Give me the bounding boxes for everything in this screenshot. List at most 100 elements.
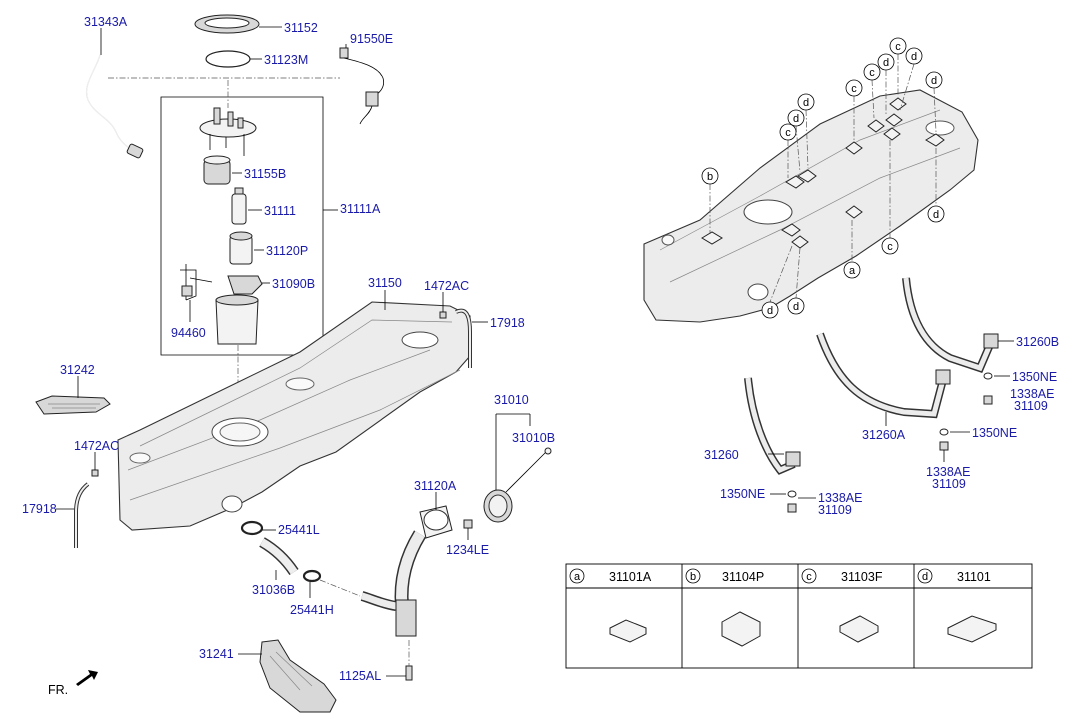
legend-part-d[interactable]: 31101 (957, 570, 991, 584)
label-31123M[interactable]: 31123M (264, 53, 308, 67)
label-31120P[interactable]: 31120P (266, 244, 308, 258)
pad-b-icon (721, 611, 761, 647)
callout-d-1: d (787, 109, 805, 173)
washer-1350NE-a[interactable] (983, 372, 993, 380)
protector-31241[interactable] (259, 639, 337, 713)
label-1350NE-c[interactable]: 1350NE (720, 487, 765, 501)
legend-col-a: a 31101A (569, 568, 652, 643)
pump-flange[interactable] (199, 107, 257, 156)
svg-text:d: d (767, 305, 773, 317)
svg-text:d: d (803, 97, 809, 109)
nut-1338AE-a[interactable] (983, 395, 993, 405)
nut-1338AE-c[interactable] (787, 503, 797, 513)
label-31260B[interactable]: 31260B (1016, 335, 1059, 349)
protector-31242[interactable] (35, 395, 111, 415)
label-31109-a[interactable]: 31109 (1014, 399, 1048, 413)
label-31150[interactable]: 31150 (368, 276, 402, 290)
label-17918-top[interactable]: 17918 (490, 316, 525, 330)
hose-17918-left[interactable] (74, 482, 90, 548)
lock-ring-31152[interactable] (194, 14, 260, 34)
pump-31111[interactable] (231, 187, 247, 225)
label-1338AE-b[interactable]: 1338AE (926, 465, 970, 479)
label-31010[interactable]: 31010 (494, 393, 529, 407)
label-91550E[interactable]: 91550E (350, 32, 393, 46)
label-1350NE-b[interactable]: 1350NE (972, 426, 1017, 440)
label-1338AE-a[interactable]: 1338AE (1010, 387, 1054, 401)
label-31090B[interactable]: 31090B (272, 277, 315, 291)
svg-text:d: d (933, 209, 939, 221)
label-31111[interactable]: 31111 (264, 204, 296, 218)
callout-d-7: d (761, 245, 793, 319)
callout-c-1: c (779, 123, 797, 178)
clip-1472AC-top[interactable] (439, 311, 447, 319)
label-25441L[interactable]: 25441L (278, 523, 320, 537)
svg-text:d: d (793, 301, 799, 313)
label-31260A[interactable]: 31260A (862, 428, 906, 442)
legend-part-c[interactable]: 31103F (841, 570, 883, 584)
label-94460[interactable]: 94460 (171, 326, 206, 340)
strap-31260B[interactable] (902, 277, 999, 373)
callout-d-2: d (797, 93, 815, 169)
label-31343A[interactable]: 31343A (84, 15, 128, 29)
strap-31260[interactable] (744, 377, 801, 475)
front-indicator: FR. (48, 683, 68, 697)
legend-col-b: b 31104P (685, 568, 764, 647)
label-1350NE-a[interactable]: 1350NE (1012, 370, 1057, 384)
label-25441H[interactable]: 25441H (290, 603, 334, 617)
regulator-31090B[interactable] (227, 275, 263, 295)
label-31155B[interactable]: 31155B (244, 167, 286, 181)
label-1472AC-left[interactable]: 1472AC (74, 439, 119, 453)
clip-1472AC-left[interactable] (91, 469, 99, 477)
svg-text:d: d (883, 57, 889, 69)
label-31120A[interactable]: 31120A (414, 479, 457, 493)
label-31109-b[interactable]: 31109 (932, 477, 966, 491)
fuel-tank-callout-view[interactable] (643, 89, 979, 323)
nut-1338AE-b[interactable] (939, 441, 949, 451)
clamp-25441H[interactable] (302, 569, 322, 583)
bolt-1234LE[interactable] (463, 519, 473, 529)
callout-d-8: d (787, 247, 805, 315)
o-ring-31123M[interactable] (205, 50, 251, 68)
filter-31155B[interactable] (203, 155, 231, 185)
svg-text:b: b (690, 571, 696, 583)
label-31111A[interactable]: 31111A (340, 202, 381, 216)
strap-31260A[interactable] (816, 332, 951, 419)
svg-text:d: d (911, 51, 917, 63)
label-17918-left[interactable]: 17918 (22, 502, 57, 516)
wiring-91550E[interactable] (339, 47, 385, 125)
fuel-tank-31150[interactable] (117, 301, 471, 531)
svg-text:c: c (887, 241, 893, 253)
callout-d-5: d (925, 71, 943, 133)
label-1338AE-c[interactable]: 1338AE (818, 491, 862, 505)
legend-col-c: c 31103F (801, 568, 883, 643)
washer-1350NE-b[interactable] (939, 428, 949, 436)
washer-1350NE-c[interactable] (787, 490, 797, 498)
label-1234LE[interactable]: 1234LE (446, 543, 489, 557)
sender-94460[interactable] (180, 264, 213, 301)
clamp-25441L[interactable] (240, 520, 264, 536)
filler-cap-31010[interactable] (483, 447, 552, 523)
filler-neck-31120A[interactable] (360, 505, 453, 637)
label-31109-c[interactable]: 31109 (818, 503, 852, 517)
label-31242[interactable]: 31242 (60, 363, 95, 377)
svg-text:d: d (922, 571, 928, 583)
callout-a: a (843, 220, 861, 279)
legend-table (565, 563, 1033, 669)
label-31241[interactable]: 31241 (199, 647, 234, 661)
callout-d-3: d (877, 53, 895, 114)
label-31036B[interactable]: 31036B (252, 583, 295, 597)
strainer-31120P[interactable] (229, 231, 253, 265)
svg-text:c: c (895, 41, 901, 53)
hose-31343A[interactable] (85, 54, 144, 159)
label-31260[interactable]: 31260 (704, 448, 739, 462)
label-31010B[interactable]: 31010B (512, 431, 555, 445)
bolt-1125AL[interactable] (405, 665, 413, 681)
label-31152[interactable]: 31152 (284, 21, 318, 35)
legend-part-b[interactable]: 31104P (722, 570, 764, 584)
legend-part-a[interactable]: 31101A (609, 570, 652, 584)
label-1125AL[interactable]: 1125AL (339, 669, 381, 683)
reservoir-cup[interactable] (215, 294, 259, 345)
svg-text:c: c (851, 83, 857, 95)
label-1472AC-top[interactable]: 1472AC (424, 279, 469, 293)
